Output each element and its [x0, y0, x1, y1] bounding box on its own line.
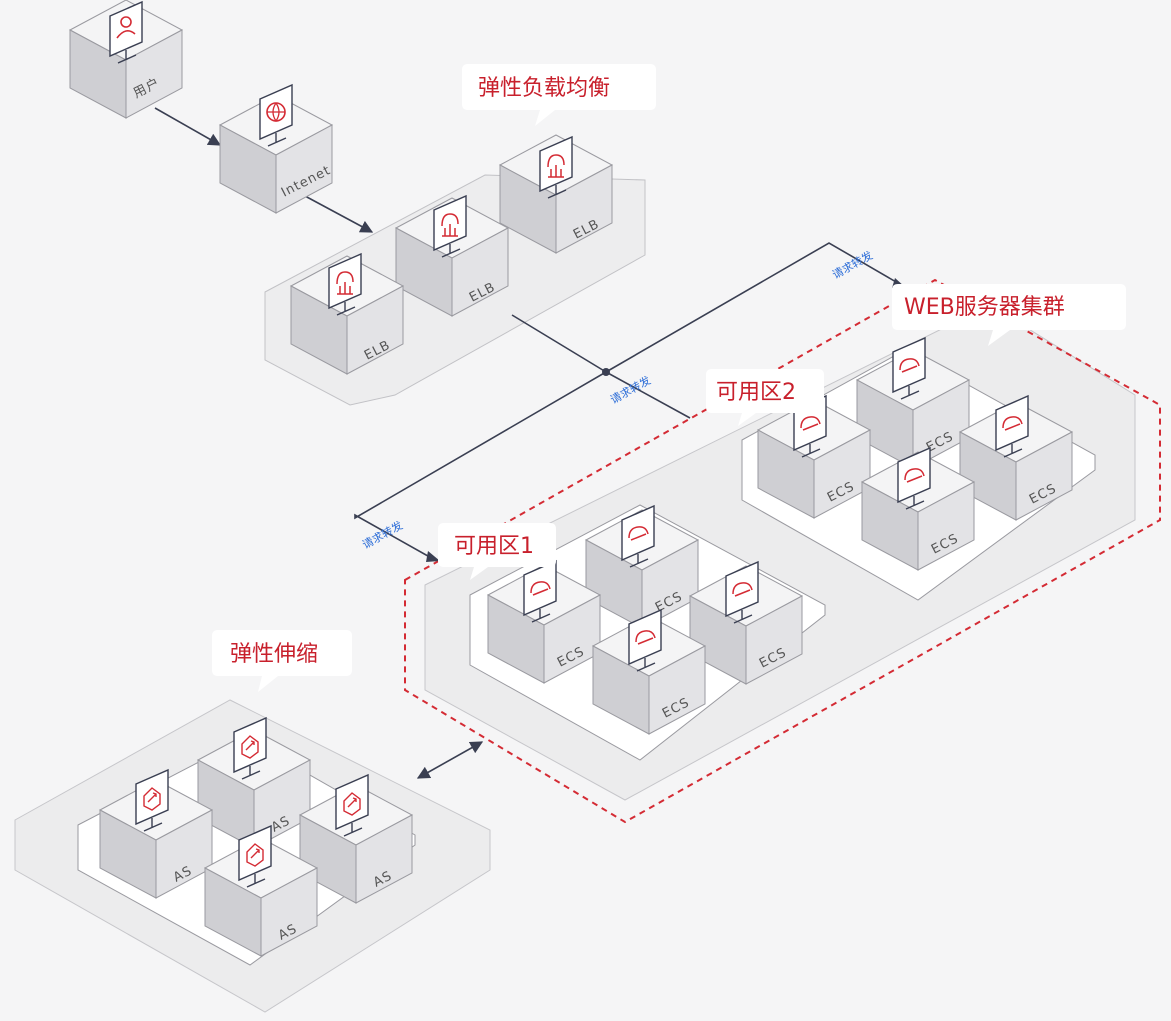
- callout-web-cluster-text: WEB服务器集群: [904, 295, 1065, 320]
- ecs-icon: [530, 581, 551, 596]
- elb-icon: [441, 213, 459, 237]
- ecs-icon: [635, 630, 656, 645]
- internet-node: Intenet: [219, 84, 333, 214]
- callout-az2: 可用区2: [706, 369, 824, 426]
- flow-label-middle: 请求转发: [608, 373, 653, 407]
- callout-az2-text: 可用区2: [716, 380, 796, 405]
- routing-junction: [602, 368, 610, 376]
- callout-az1: 可用区1: [438, 523, 556, 580]
- callout-elb: 弹性负载均衡: [462, 64, 656, 126]
- autoscaling-link-arrow: [416, 741, 484, 779]
- routing-lines: [354, 242, 904, 561]
- callout-elb-text: 弹性负载均衡: [478, 76, 610, 101]
- as-node-1: AS: [99, 769, 213, 899]
- as-node-3: AS: [204, 825, 318, 957]
- callout-autoscaling-text: 弹性伸缩: [230, 642, 318, 667]
- as-icon: [241, 735, 259, 759]
- callout-autoscaling: 弹性伸缩: [212, 630, 352, 692]
- elb-icon: [547, 154, 565, 178]
- az1-ecs-3: ECS: [592, 609, 706, 735]
- callout-web-cluster: WEB服务器集群: [892, 284, 1126, 346]
- as-icon: [143, 787, 161, 811]
- user-monitor: [109, 1, 143, 64]
- ecs-icon: [1002, 416, 1023, 431]
- as-icon: [246, 843, 264, 867]
- internet-to-elb-arrow: [304, 195, 374, 233]
- ecs-icon: [899, 358, 920, 373]
- user-node: 用户: [69, 0, 183, 119]
- ecs-icon: [628, 526, 649, 541]
- ecs-icon: [904, 468, 925, 483]
- callout-az1-text: 可用区1: [454, 534, 534, 559]
- ecs-icon: [732, 582, 753, 597]
- flow-label-bottom: 请求转发: [360, 518, 405, 552]
- internet-monitor: [259, 84, 293, 147]
- web-cluster-boundary: [404, 278, 1161, 824]
- as-node-4: AS: [299, 774, 413, 904]
- as-icon: [343, 792, 361, 816]
- elb-icon: [336, 271, 354, 295]
- ecs-icon: [800, 416, 821, 431]
- forward-arrowhead-az1: [426, 551, 440, 562]
- user-to-internet-arrow: [154, 107, 222, 146]
- as-node-2: AS: [197, 717, 311, 849]
